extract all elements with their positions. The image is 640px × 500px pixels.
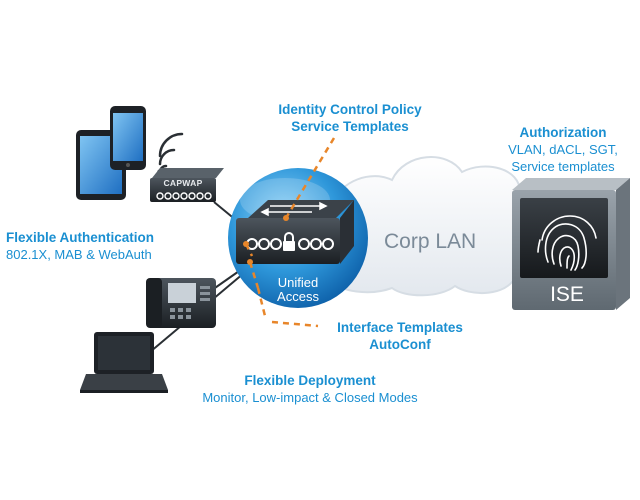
identity-control-label: Identity Control Policy Service Template… xyxy=(240,101,460,135)
identity-control-line2: Service Templates xyxy=(291,119,409,134)
smartphone-icon xyxy=(110,106,146,170)
flexible-deployment-title: Flexible Deployment xyxy=(244,373,376,388)
callout-lines xyxy=(244,137,336,328)
corp-lan-label: Corp LAN xyxy=(384,230,477,253)
laptop-icon xyxy=(80,332,168,393)
interface-templates-line2: AutoConf xyxy=(369,337,431,352)
identity-control-line1: Identity Control Policy xyxy=(278,102,422,117)
flexible-deployment-line1: Monitor, Low-impact & Closed Modes xyxy=(202,390,418,405)
interface-templates-line1: Interface Templates xyxy=(337,320,463,335)
authorization-line2: Service templates xyxy=(511,159,615,174)
switch-icon xyxy=(236,200,354,264)
authorization-title: Authorization xyxy=(519,125,607,140)
interface-templates-label: Interface Templates AutoConf xyxy=(300,319,500,353)
unified-access-label: Unified Access xyxy=(240,276,356,304)
unified-access-line1: Unified xyxy=(277,275,319,290)
flexible-authentication-line1: 802.1X, MAB & WebAuth xyxy=(6,247,152,262)
wifi-icon xyxy=(157,132,184,175)
unified-access-line2: Access xyxy=(277,289,319,304)
fingerprint-icon xyxy=(537,215,597,271)
flexible-deployment-label: Flexible Deployment Monitor, Low-impact … xyxy=(160,372,460,406)
authorization-line1: VLAN, dACL, SGT, xyxy=(508,142,618,157)
ip-phone-icon xyxy=(146,278,216,328)
callout-dots xyxy=(243,215,289,265)
flexible-authentication-label: Flexible Authentication 802.1X, MAB & We… xyxy=(6,229,154,263)
lock-icon xyxy=(283,232,295,251)
ise-label: ISE xyxy=(550,283,584,306)
capwap-label: CAPWAP xyxy=(163,178,203,188)
flexible-authentication-title: Flexible Authentication xyxy=(6,230,155,245)
access-point-icon xyxy=(150,168,224,202)
authorization-label: Authorization VLAN, dACL, SGT, Service t… xyxy=(488,124,638,175)
